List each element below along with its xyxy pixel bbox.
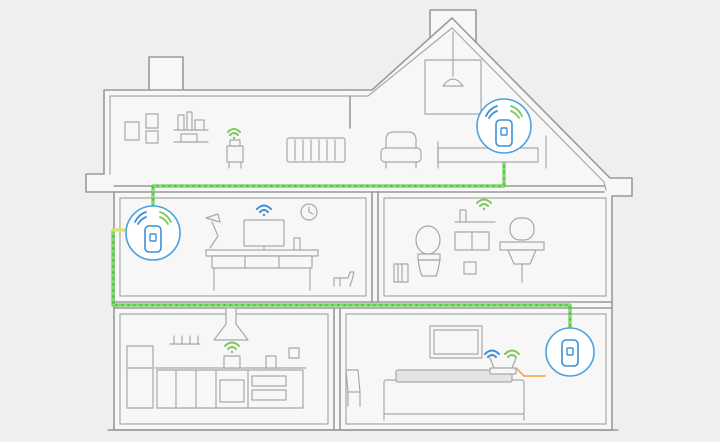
study-room xyxy=(205,203,355,291)
wifi-icon xyxy=(134,211,172,225)
chimney-left xyxy=(148,56,184,92)
ethernet-cable xyxy=(515,367,546,377)
wifi-icon xyxy=(227,128,241,140)
wifi-icon xyxy=(485,105,523,119)
powerline-adapter-icon xyxy=(561,339,579,367)
adapter-attic[interactable] xyxy=(476,98,532,154)
powerline-adapter-icon xyxy=(144,225,162,253)
router-icon xyxy=(489,357,517,375)
powerline-adapter-icon xyxy=(495,119,513,147)
powerline-cable xyxy=(111,148,572,377)
living-room xyxy=(345,325,525,421)
wifi-icon xyxy=(484,349,520,358)
kitchen xyxy=(126,307,307,409)
wifi-icon xyxy=(476,198,492,211)
wifi-icon xyxy=(256,204,272,217)
bathroom xyxy=(393,209,545,283)
adapter-study[interactable] xyxy=(125,205,181,261)
wifi-icon xyxy=(224,341,240,354)
adapter-living-room[interactable] xyxy=(545,327,595,377)
